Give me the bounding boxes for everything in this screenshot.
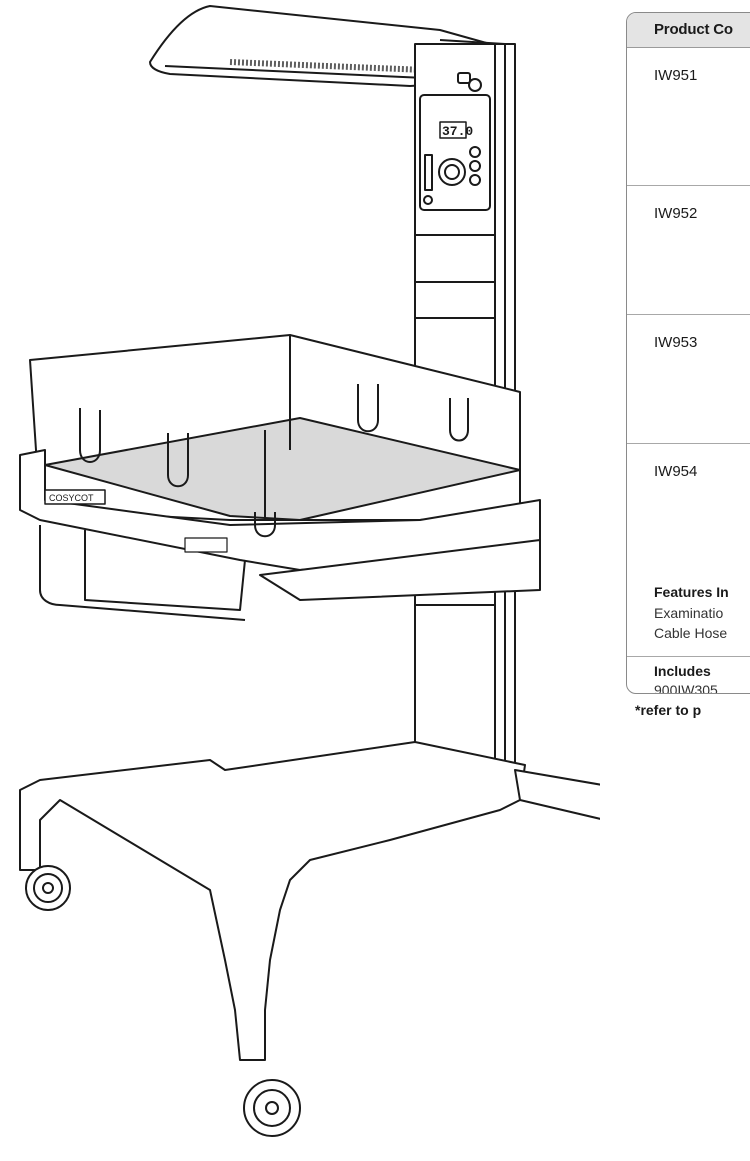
infant-warmer-illustration: COSYCOT 37.0 (19, 5, 600, 1137)
table-row: IW953 (627, 315, 750, 444)
mattress (44, 417, 521, 521)
divider (627, 656, 750, 657)
header-product-code: Product Co (654, 21, 733, 38)
caster-left (25, 865, 71, 911)
features-line: Cable Hose (654, 625, 728, 641)
product-code: IW954 (654, 463, 698, 480)
table-row: IW952 (627, 186, 750, 315)
product-table: Product Co IW951 IW952 IW953 IW954 Featu… (626, 12, 750, 694)
features-title: Features In (654, 584, 729, 600)
includes-value: 900IW305 (654, 682, 718, 694)
caster-center (243, 1079, 301, 1137)
product-code: IW953 (654, 334, 698, 351)
brand-label: COSYCOT (49, 493, 94, 503)
table-row: IW954 (627, 444, 750, 572)
temperature-display: 37.0 (442, 124, 473, 139)
product-code: IW952 (654, 205, 698, 222)
control-panel (419, 94, 491, 211)
footnote: *refer to p (635, 702, 702, 718)
includes-title: Includes (654, 663, 711, 679)
table-header: Product Co (627, 13, 750, 48)
features-line: Examinatio (654, 605, 724, 621)
base (19, 741, 526, 1061)
product-code: IW951 (654, 67, 698, 84)
table-row: IW951 (627, 48, 750, 186)
